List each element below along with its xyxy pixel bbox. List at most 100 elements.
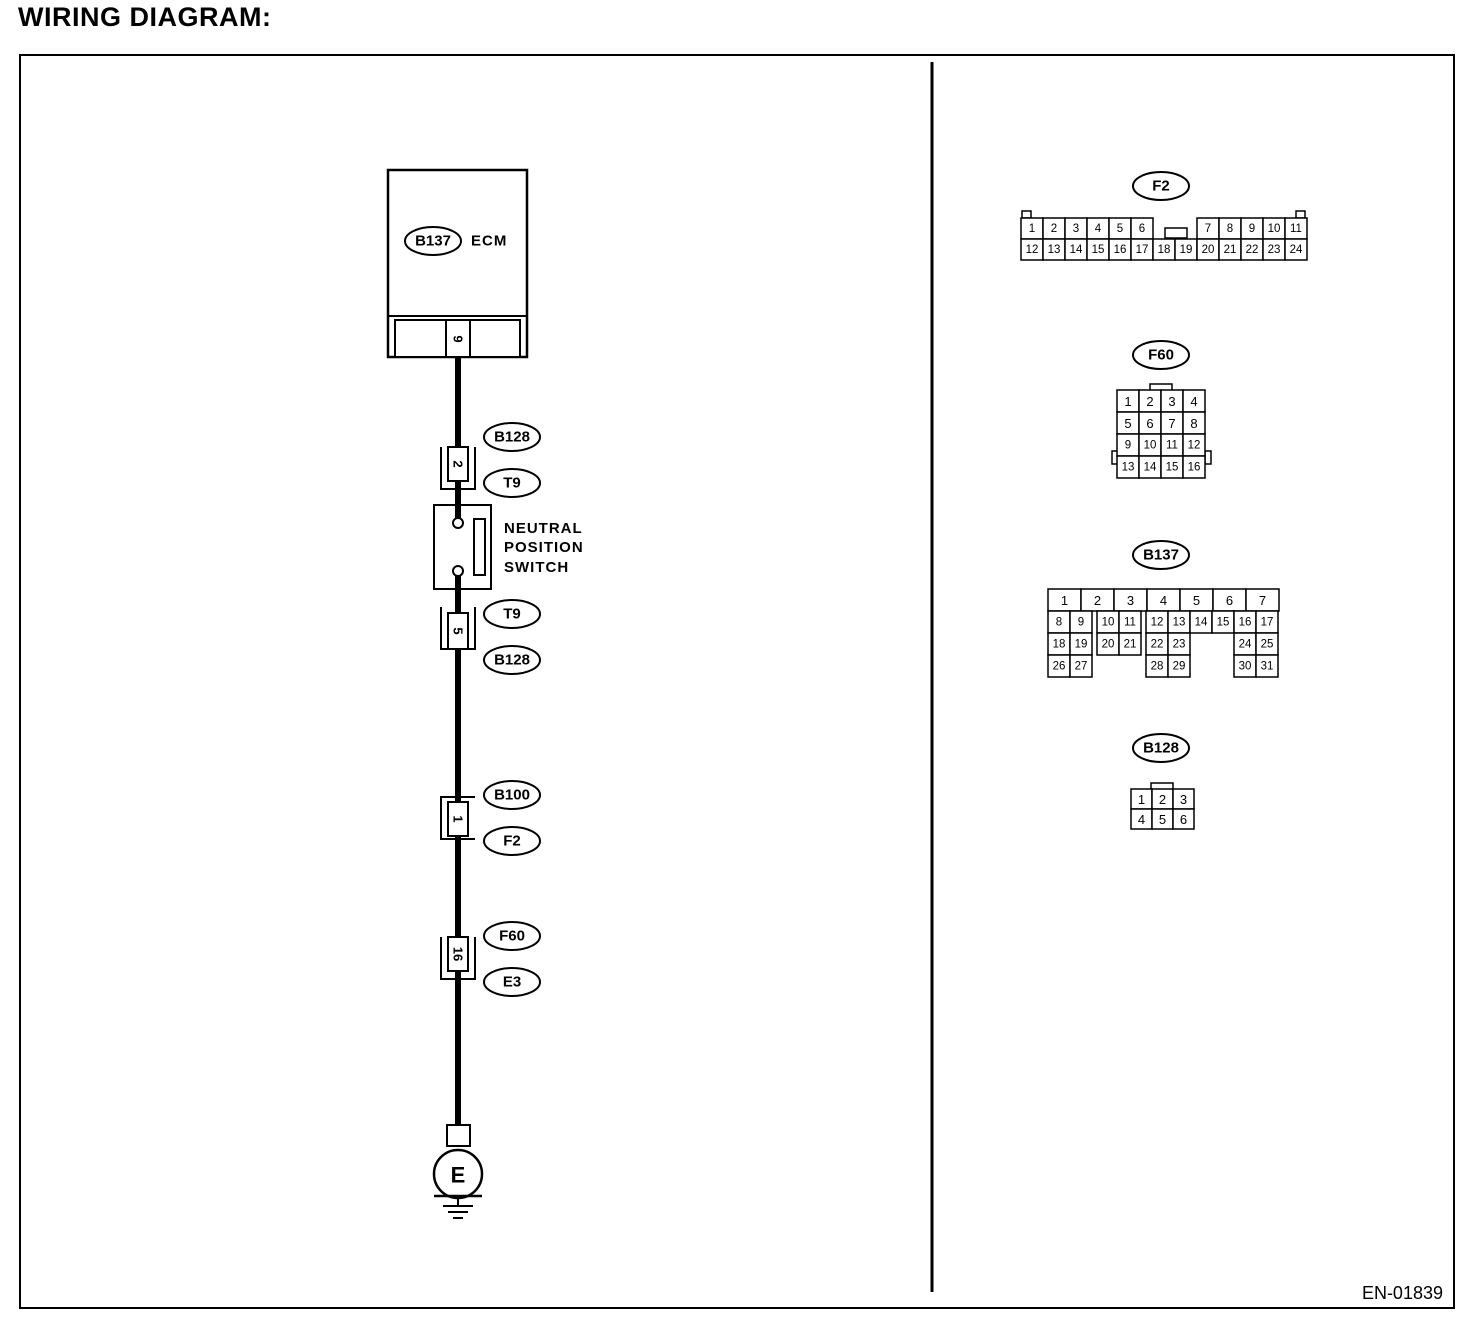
b137-pin-pin-label: 17 — [1261, 617, 1274, 629]
f60-pin-pin-label: 9 — [1125, 440, 1131, 452]
connector-view-b137-id: B137 — [1143, 547, 1179, 564]
f60-pin-pin-label: 7 — [1168, 416, 1175, 431]
f2-pin-pin-label: 24 — [1290, 244, 1303, 256]
inline-connector-1: 2 B128 T9 — [440, 422, 541, 498]
b137-pin-pin-label: 23 — [1173, 639, 1186, 651]
f2-pin-pin-label: 11 — [1290, 223, 1302, 235]
f60-pin-pin-label: 14 — [1144, 462, 1157, 474]
f2-pin-pin-label: 1 — [1029, 223, 1035, 235]
f60-pin-pin-label: 15 — [1166, 462, 1179, 474]
f2-pin-pin-label: 18 — [1158, 244, 1171, 256]
inline-connector-1-top-id: B128 — [494, 429, 530, 446]
b137-pin-pin-label: 4 — [1160, 593, 1167, 608]
f60-pin-pin-label: 2 — [1146, 394, 1153, 409]
f2-pin-pin-label: 9 — [1249, 223, 1255, 235]
b137-pin-pin-label: 1 — [1061, 593, 1068, 608]
switch-label-line-3: SWITCH — [504, 559, 569, 576]
f2-pin-pin-label: 5 — [1117, 223, 1123, 235]
f2-pin-pin-label: 2 — [1051, 223, 1057, 235]
b137-pin-pin-label: 19 — [1075, 639, 1088, 651]
b128-pin-pin-label: 1 — [1138, 792, 1145, 807]
b137-pin-pin-label: 10 — [1102, 617, 1115, 629]
f60-pin-pin-label: 4 — [1190, 394, 1197, 409]
b137-pin-cell — [1118, 632, 1142, 656]
f2-pin-pin-label: 15 — [1092, 244, 1105, 256]
inline-connector-4: 16 F60 E3 — [440, 921, 541, 997]
b137-pin-pin-label: 25 — [1261, 639, 1274, 651]
f2-pin-cell — [1284, 238, 1308, 261]
inline-connector-3-bottom-id: F2 — [503, 833, 521, 850]
b137-pin-pin-label: 28 — [1151, 661, 1164, 673]
b137-pin-pin-label: 31 — [1261, 661, 1274, 673]
connector-view-f2-id: F2 — [1152, 178, 1170, 195]
f60-pin-cell — [1182, 455, 1206, 479]
inline-connector-1-pin: 2 — [451, 460, 466, 467]
ecm-connector-id: B137 — [415, 233, 451, 250]
b137-pin-pin-label: 29 — [1173, 661, 1186, 673]
b137-pin-pin-label: 26 — [1053, 661, 1066, 673]
b137-pin-pin-label: 11 — [1124, 617, 1136, 629]
b137-pin-pin-label: 18 — [1053, 639, 1066, 651]
f60-pin-pin-label: 3 — [1168, 394, 1175, 409]
f60-pin-pin-label: 13 — [1122, 462, 1135, 474]
b137-pin-pin-label: 8 — [1056, 617, 1062, 629]
f2-pin-pin-label: 4 — [1095, 223, 1102, 235]
b137-pin-pin-label: 6 — [1226, 593, 1233, 608]
f60-pin-pin-label: 12 — [1188, 440, 1201, 452]
inline-connector-3-top-id: B100 — [494, 787, 530, 804]
b137-pin-pin-label: 30 — [1239, 661, 1252, 673]
switch-label-line-2: POSITION — [504, 539, 584, 556]
b128-pin-pin-label: 3 — [1180, 792, 1187, 807]
page-title: WIRING DIAGRAM: — [18, 2, 272, 32]
b137-pin-pin-label: 5 — [1193, 593, 1200, 608]
f2-pin-pin-label: 3 — [1073, 223, 1079, 235]
f2-pin-pin-label: 22 — [1246, 244, 1259, 256]
b128-pin-pin-label: 6 — [1180, 812, 1187, 827]
b137-pin-pin-label: 24 — [1239, 639, 1252, 651]
f60-pin-pin-label: 8 — [1190, 416, 1197, 431]
inline-connector-2-top-id: T9 — [503, 606, 521, 623]
f2-pin-pin-label: 17 — [1136, 244, 1149, 256]
b137-pin-pin-label: 15 — [1217, 617, 1230, 629]
b128-pin-cell — [1172, 808, 1195, 830]
f60-pin-pin-label: 16 — [1188, 462, 1201, 474]
f2-pin-pin-label: 10 — [1268, 223, 1281, 235]
b137-pin-pin-label: 7 — [1259, 593, 1266, 608]
f60-pin-pin-label: 11 — [1166, 440, 1178, 452]
document-number: EN-01839 — [1362, 1283, 1443, 1303]
b137-pin-pin-label: 16 — [1239, 617, 1252, 629]
neutral-position-switch: NEUTRAL POSITION SWITCH — [433, 489, 584, 605]
b128-pin-pin-label: 5 — [1159, 812, 1166, 827]
ground-label: E — [451, 1163, 466, 1188]
b137-pin-pin-label: 21 — [1124, 639, 1137, 651]
ecm-label: ECM — [471, 233, 507, 250]
f60-pin-pin-label: 5 — [1124, 416, 1131, 431]
f2-pin-pin-label: 14 — [1070, 244, 1083, 256]
ground-symbol: E — [432, 1124, 484, 1219]
inline-connector-4-bottom-id: E3 — [503, 974, 521, 991]
f2-pin-pin-label: 20 — [1202, 244, 1215, 256]
f60-pin-pin-label: 10 — [1144, 440, 1157, 452]
b137-pin-pin-label: 22 — [1151, 639, 1164, 651]
b137-pin-pin-label: 2 — [1094, 593, 1101, 608]
f2-pin-pin-label: 7 — [1205, 223, 1211, 235]
f2-pin-pin-label: 13 — [1048, 244, 1061, 256]
b128-pin-pin-label: 2 — [1159, 792, 1166, 807]
f2-pin-pin-label: 8 — [1227, 223, 1233, 235]
b137-pin-pin-label: 14 — [1195, 617, 1208, 629]
diagram-frame — [19, 54, 1455, 1309]
f60-pin-pin-label: 1 — [1124, 394, 1131, 409]
f60-pin-pin-label: 6 — [1146, 416, 1153, 431]
b137-pin-pin-label: 13 — [1173, 617, 1186, 629]
f2-pin-pin-label: 23 — [1268, 244, 1281, 256]
b137-pin-cell — [1167, 654, 1191, 678]
b137-pin-cell — [1069, 654, 1093, 678]
ecm-module: 9 B137 ECM — [386, 168, 529, 359]
inline-connector-4-top-id: F60 — [499, 928, 525, 945]
b128-pin-pin-label: 4 — [1138, 812, 1145, 827]
switch-label-line-1: NEUTRAL — [504, 520, 583, 537]
